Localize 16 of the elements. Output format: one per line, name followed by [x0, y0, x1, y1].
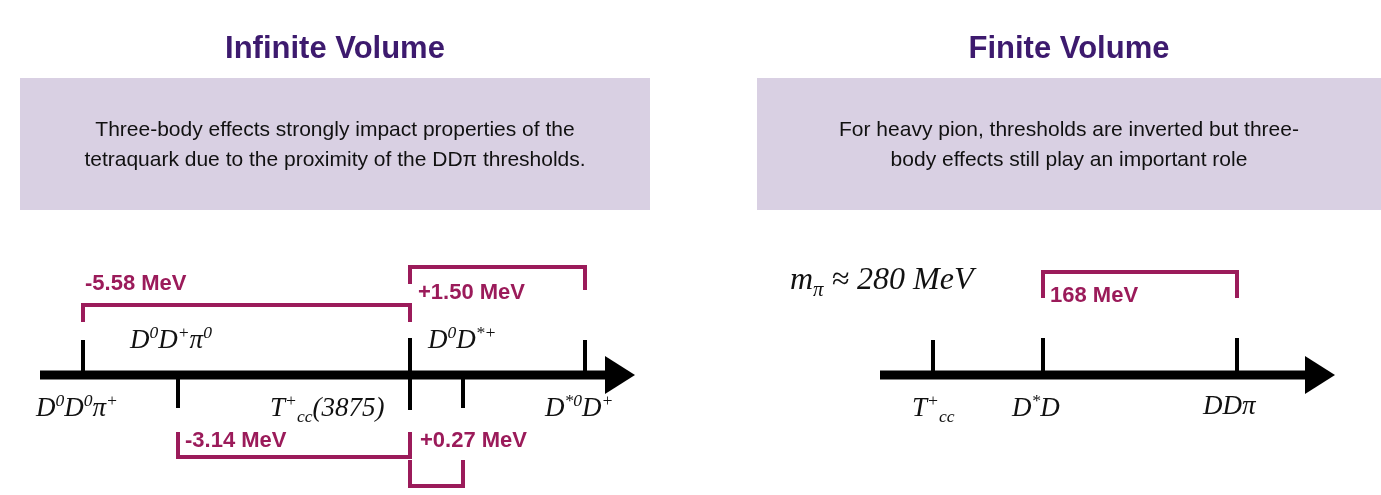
energy-gap-label: +1.50 MeV [418, 279, 525, 305]
threshold-label: D$^{*}$D [1012, 390, 1060, 423]
threshold-label: D$^{0}$D$^{0}$π$^{+}$ [36, 390, 118, 423]
energy-gap-label: +0.27 MeV [420, 427, 527, 453]
panel-heading: Infinite Volume [224, 30, 446, 66]
info-panel: Three-body effects strongly impact properties of the tetraquark due to the proximity of the DDπ thresholds. [20, 78, 650, 210]
threshold-label: D$^{*0}$D$^{+}$ [545, 390, 614, 423]
state-label: T$^{+}$$_{cc}$(3875) [270, 390, 385, 428]
threshold-label: D$^{0}$D$^{*+}$ [428, 322, 497, 355]
info-panel: For heavy pion, thresholds are inverted but three-body effects still play an important role [757, 78, 1381, 210]
energy-gap-label: 168 MeV [1050, 282, 1139, 308]
threshold-label: D$^{0}$D$^{+}$π$^{0}$ [130, 322, 212, 355]
energy-gap-label: -5.58 MeV [85, 270, 187, 296]
energy-gap-label: -3.14 MeV [185, 427, 287, 453]
threshold-label: DDπ [1203, 390, 1256, 421]
panel-heading: Finite Volume [967, 30, 1171, 66]
